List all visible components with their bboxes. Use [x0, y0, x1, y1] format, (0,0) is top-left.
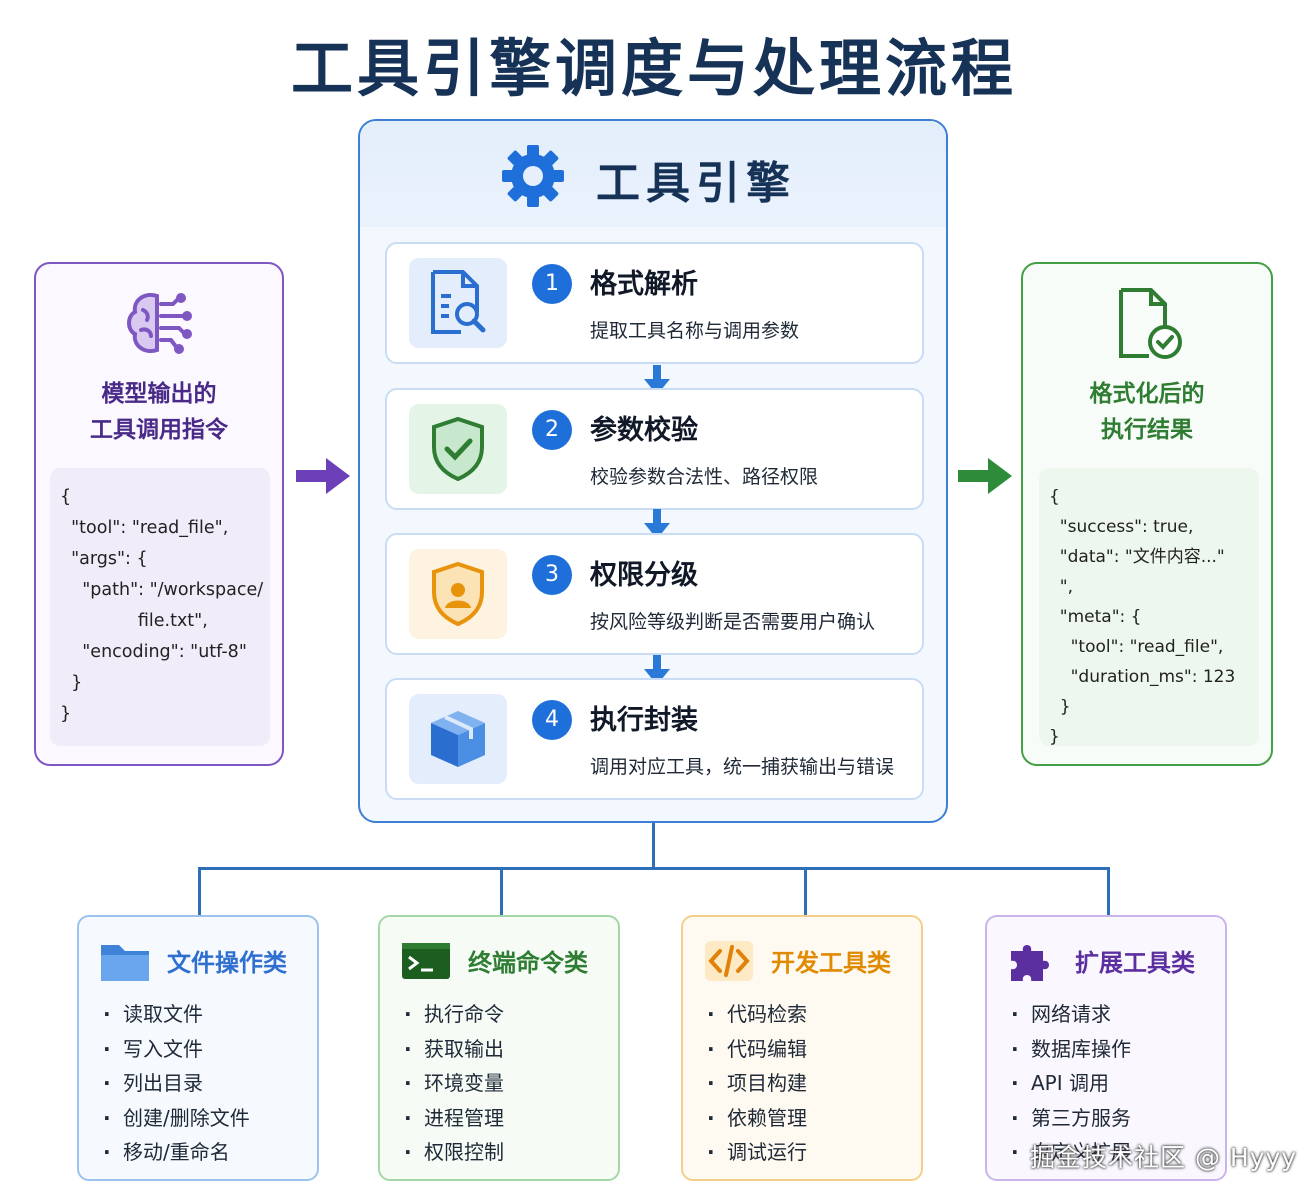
arrow-down-icon — [644, 509, 670, 539]
list-item: 自定义扩展 — [1011, 1135, 1131, 1170]
list-item: 获取输出 — [404, 1032, 504, 1067]
code-line: } — [1049, 697, 1071, 717]
page-title: 工具引擎调度与处理流程 — [290, 32, 1017, 105]
code-line: { — [1049, 487, 1060, 507]
list-item: 第三方服务 — [1011, 1101, 1131, 1136]
list-item: 读取文件 — [103, 997, 250, 1032]
folder-icon — [101, 945, 149, 981]
code-line: } — [1049, 727, 1060, 747]
gear-icon — [502, 145, 564, 207]
step-description: 提取工具名称与调用参数 — [590, 320, 800, 342]
list-item: 创建/删除文件 — [103, 1101, 250, 1136]
list-item: API 调用 — [1011, 1066, 1131, 1101]
step-card: 4 执行封装 调用对应工具，统一捕获输出与错误 — [385, 678, 924, 800]
output-card: 格式化后的 执行结果 { "success": true, "data": "文… — [1021, 262, 1273, 766]
list-item: 移动/重命名 — [103, 1135, 250, 1170]
code-line: "success": true, — [1049, 517, 1194, 537]
input-title-line1: 模型输出的 — [101, 381, 217, 407]
watermark: 掘金技术社区 @ Hyyy — [1030, 1143, 1298, 1172]
category-title: 终端命令类 — [468, 949, 588, 977]
category-title: 开发工具类 — [771, 949, 891, 977]
input-title-line2: 工具调用指令 — [90, 417, 228, 443]
category-title: 扩展工具类 — [1075, 949, 1195, 977]
document-search-icon — [409, 258, 507, 348]
code-line: "duration_ms": 123 — [1049, 667, 1236, 687]
code-line: "data": "文件内容..." — [1049, 547, 1225, 567]
step-description: 按风险等级判断是否需要用户确认 — [590, 611, 876, 633]
engine-header: 工具引擎 — [360, 121, 946, 227]
step-number: 3 — [532, 555, 572, 595]
output-title-line2: 执行结果 — [1101, 417, 1193, 443]
list-item: 代码编辑 — [707, 1032, 807, 1067]
list-item: 权限控制 — [404, 1135, 504, 1170]
shield-user-icon — [409, 549, 507, 639]
code-line: "encoding": "utf-8" — [60, 642, 247, 662]
code-line: "tool": "read_file", — [1049, 637, 1224, 657]
list-item: 调试运行 — [707, 1135, 807, 1170]
category-card-file: 文件操作类 读取文件 写入文件 列出目录 创建/删除文件 移动/重命名 — [77, 915, 319, 1181]
shield-check-icon — [409, 404, 507, 494]
step-number: 2 — [532, 410, 572, 450]
arrow-down-icon — [644, 365, 670, 395]
connector-line — [198, 867, 201, 917]
output-title-line1: 格式化后的 — [1089, 381, 1205, 407]
terminal-icon — [402, 943, 450, 979]
list-item: 项目构建 — [707, 1066, 807, 1101]
code-line: ", — [1049, 577, 1074, 597]
list-item: 依赖管理 — [707, 1101, 807, 1136]
list-item: 代码检索 — [707, 997, 807, 1032]
step-number: 4 — [532, 700, 572, 740]
code-line: "meta": { — [1049, 607, 1142, 627]
step-description: 调用对应工具，统一捕获输出与错误 — [590, 756, 895, 778]
step-card: 3 权限分级 按风险等级判断是否需要用户确认 — [385, 533, 924, 655]
arrow-down-icon — [644, 655, 670, 685]
code-line: } — [60, 673, 83, 693]
code-line: } — [60, 704, 72, 724]
category-card-terminal: 终端命令类 执行命令 获取输出 环境变量 进程管理 权限控制 — [378, 915, 620, 1181]
list-item: 环境变量 — [404, 1066, 504, 1101]
step-title: 格式解析 — [590, 269, 698, 300]
connector-line — [804, 867, 807, 917]
code-line: file.txt", — [60, 611, 208, 631]
list-item: 写入文件 — [103, 1032, 250, 1067]
code-icon — [705, 941, 753, 981]
step-title: 参数校验 — [590, 415, 698, 446]
code-line: { — [60, 487, 72, 507]
list-item: 列出目录 — [103, 1066, 250, 1101]
connector-line — [652, 823, 655, 869]
connector-line — [198, 867, 1110, 870]
tool-engine: 工具引擎 1 格式解析 提取工具名称与调用参数 2 参数校 — [358, 119, 948, 823]
step-card: 1 格式解析 提取工具名称与调用参数 — [385, 242, 924, 364]
output-code-block: { "success": true, "data": "文件内容..." ", … — [1039, 468, 1259, 747]
engine-title: 工具引擎 — [596, 158, 796, 209]
code-line: "args": { — [60, 549, 148, 569]
brain-icon — [127, 293, 192, 354]
category-card-dev: 开发工具类 代码检索 代码编辑 项目构建 依赖管理 调试运行 — [681, 915, 923, 1181]
list-item: 网络请求 — [1011, 997, 1131, 1032]
package-icon — [409, 694, 507, 784]
step-number: 1 — [532, 264, 572, 304]
code-line: "tool": "read_file", — [60, 518, 229, 538]
arrow-right-icon — [958, 458, 1012, 494]
list-item: 数据库操作 — [1011, 1032, 1131, 1067]
puzzle-icon — [1011, 945, 1049, 981]
code-line: "path": "/workspace/ — [60, 580, 264, 600]
input-card: 模型输出的 工具调用指令 { "tool": "read_file", "arg… — [34, 262, 284, 766]
step-title: 权限分级 — [590, 560, 698, 591]
category-title: 文件操作类 — [167, 949, 287, 977]
list-item: 进程管理 — [404, 1101, 504, 1136]
connector-line — [500, 867, 503, 917]
step-card: 2 参数校验 校验参数合法性、路径权限 — [385, 388, 924, 510]
step-description: 校验参数合法性、路径权限 — [590, 466, 819, 488]
category-card-extension: 扩展工具类 网络请求 数据库操作 API 调用 第三方服务 自定义扩展 — [985, 915, 1227, 1181]
list-item: 执行命令 — [404, 997, 504, 1032]
step-title: 执行封装 — [590, 705, 698, 736]
arrow-right-icon — [296, 458, 350, 494]
connector-line — [1107, 867, 1110, 917]
input-code-block: { "tool": "read_file", "args": { "path":… — [50, 468, 270, 746]
file-check-icon — [1119, 288, 1182, 359]
